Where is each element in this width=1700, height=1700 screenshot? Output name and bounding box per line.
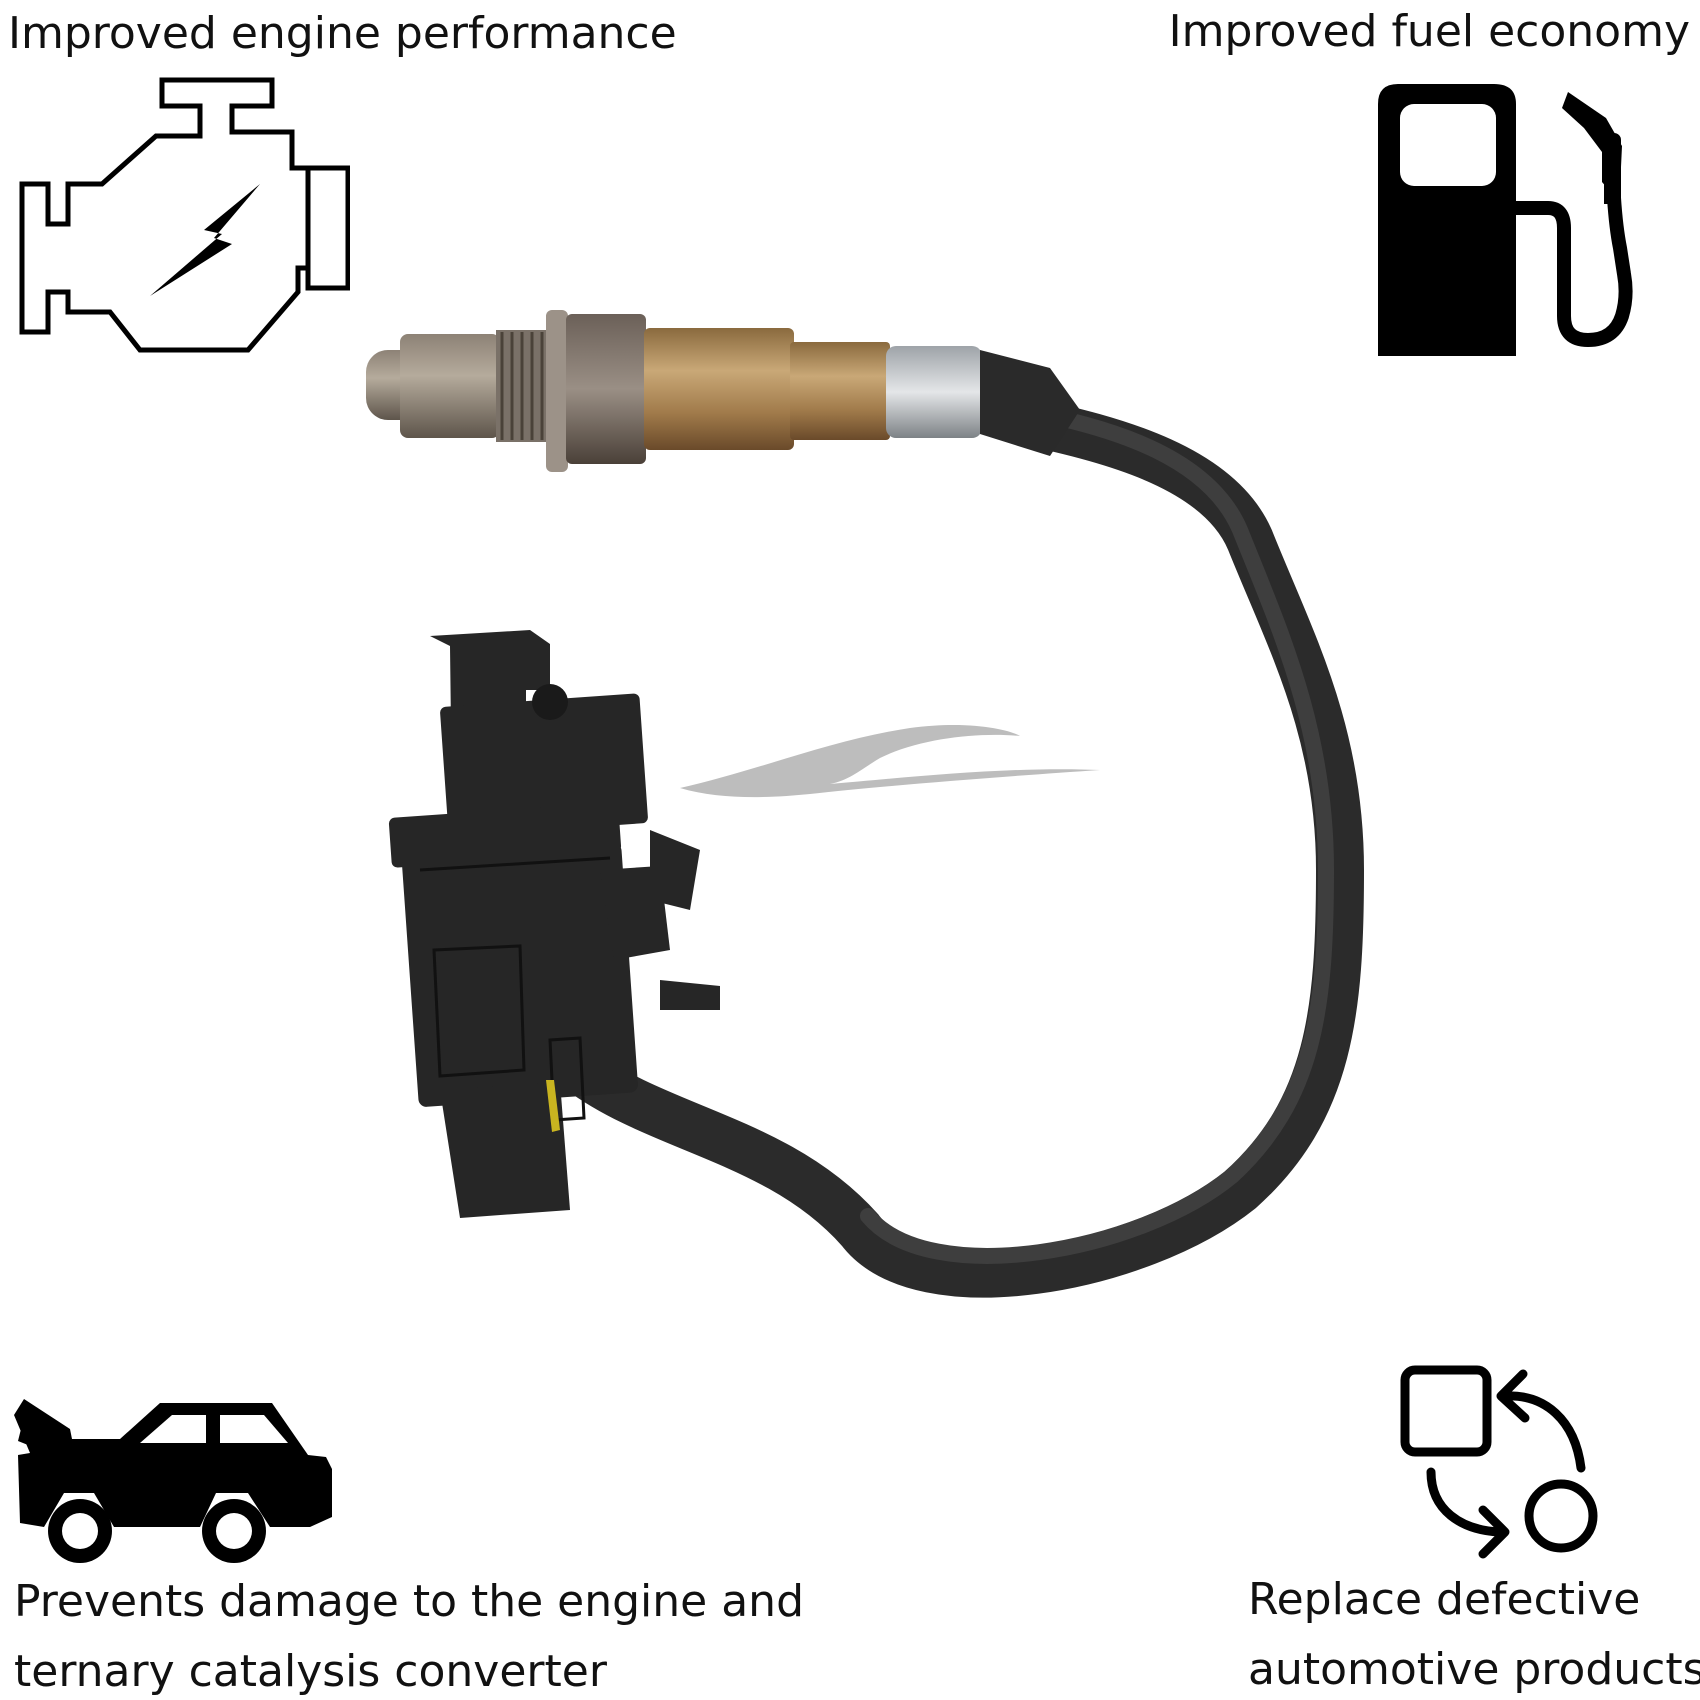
brand-watermark-icon [680,725,1100,798]
caption-engine-performance: Improved engine performance [8,8,677,59]
caption-fuel-economy: Improved fuel economy [1168,6,1690,57]
caption-prevents-damage-line1: Prevents damage to the engine and [14,1576,805,1627]
product-photo [366,310,1364,1298]
engine-icon [19,77,350,353]
caption-replace-line2: automotive products [1248,1644,1700,1695]
caption-replace-line1: Replace defective [1248,1574,1641,1625]
caption-prevents-damage-line2: ternary catalysis converter [14,1646,607,1697]
replace-icon [1400,1365,1598,1559]
car-hood-icon [14,1399,332,1563]
fuel-pump-icon [1378,84,1633,356]
